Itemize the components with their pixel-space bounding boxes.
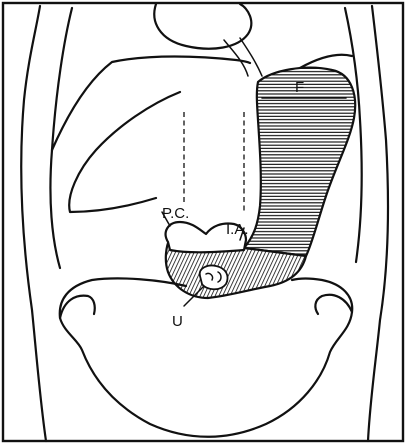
- label-ulcer: U: [172, 313, 183, 330]
- diaphragm-right-dome: [300, 55, 352, 68]
- label-pylorus: P.C.: [162, 205, 189, 222]
- frame-border: [3, 3, 403, 441]
- rib-left: [50, 8, 72, 268]
- liver-outline: [69, 92, 180, 212]
- iliac-curl-left: [60, 296, 95, 318]
- heart-outline: [154, 4, 251, 49]
- label-fundus: F: [295, 79, 304, 96]
- torso-right-edge: [368, 6, 388, 441]
- esophagus-line-right: [240, 38, 262, 76]
- diaphragm-outline: [52, 57, 250, 151]
- iliac-curl-right: [315, 295, 352, 314]
- intestine-outline: [60, 278, 352, 436]
- label-incisura: I.A.: [226, 221, 249, 238]
- torso-left-edge: [21, 6, 46, 441]
